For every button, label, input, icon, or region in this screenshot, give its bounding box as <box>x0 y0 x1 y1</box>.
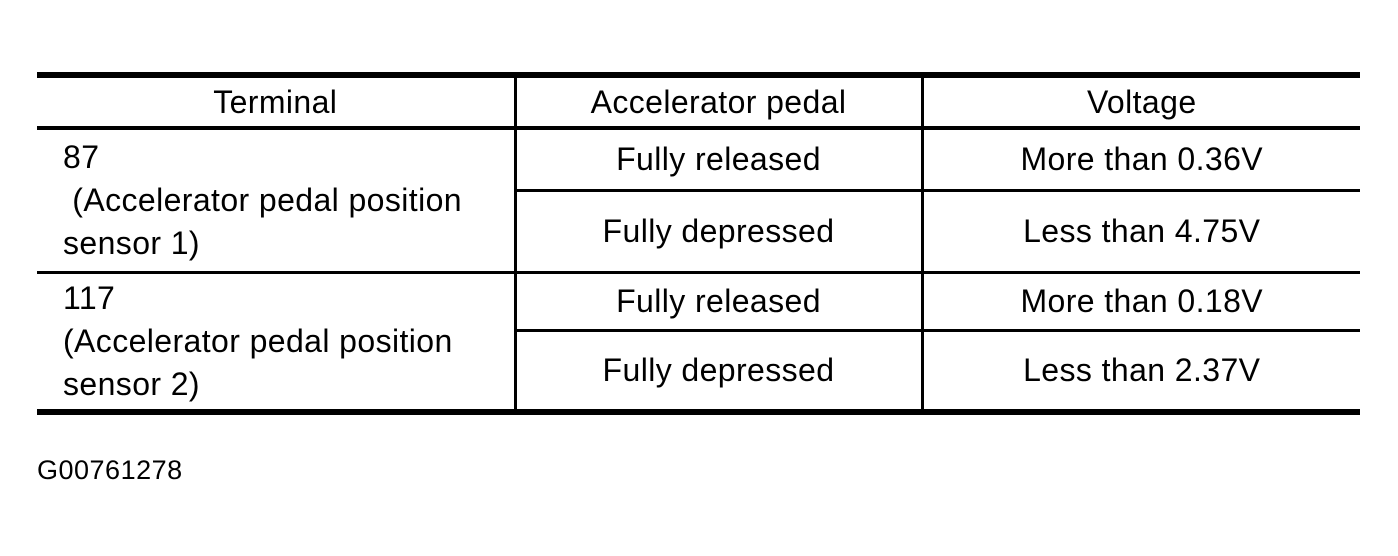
header-row: Terminal Accelerator pedal Voltage <box>37 75 1360 130</box>
pedal-state-cell: Fully released <box>513 270 922 330</box>
table-row: 87 (Accelerator pedal position sensor 1)… <box>37 128 1360 261</box>
voltage-value-cell: More than 0.18V <box>920 270 1360 330</box>
column-header-accelerator-pedal: Accelerator pedal <box>513 75 922 130</box>
pedal-state-cell: Fully released <box>513 128 922 190</box>
table-row: Fully depressed Less than 4.75V <box>37 188 1360 272</box>
accelerator-pedal-voltage-table: Terminal Accelerator pedal Voltage 87 (A… <box>37 72 1360 415</box>
column-header-voltage: Voltage <box>920 75 1360 130</box>
figure-id-label: G00761278 <box>37 455 183 485</box>
voltage-value-cell: More than 0.36V <box>920 128 1360 190</box>
voltage-value-cell: Less than 2.37V <box>920 328 1360 412</box>
pedal-state-cell: Fully depressed <box>513 328 922 412</box>
table-row: Fully depressed Less than 2.37V <box>37 328 1360 412</box>
voltage-value-cell: Less than 4.75V <box>920 188 1360 272</box>
column-header-terminal: Terminal <box>37 75 515 130</box>
terminal-cell-sensor-1: 87 (Accelerator pedal position sensor 1) <box>63 138 462 261</box>
pedal-state-cell: Fully depressed <box>513 188 922 272</box>
terminal-cell-sensor-2: 117 (Accelerator pedal position sensor 2… <box>37 270 515 412</box>
table-row: 117 (Accelerator pedal position sensor 2… <box>37 270 1360 412</box>
